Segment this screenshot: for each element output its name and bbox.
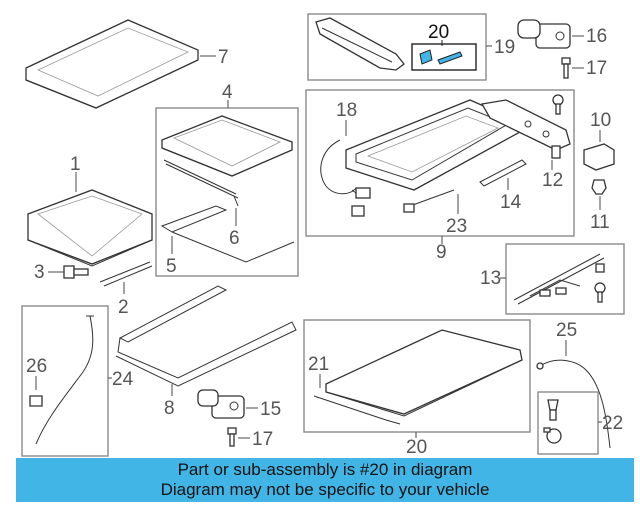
part-3-screw[interactable] [63,265,89,279]
group-box-9 [305,89,575,237]
banner-line-disclaimer: Diagram may not be specific to your vehi… [160,480,490,499]
part-25-drain-tube[interactable] [35,315,94,445]
part-8-weatherstrip[interactable] [115,285,297,387]
part-12-bolt[interactable] [552,94,564,115]
callout-23[interactable]: 22 [602,413,623,434]
part-17-bolt-top[interactable] [561,57,571,79]
group-box-19 [307,13,487,81]
part-7-glass-panel[interactable] [25,19,199,109]
callout-11[interactable]: 11 [590,212,610,233]
part-6-seal[interactable] [163,159,239,207]
part-12-rail[interactable] [480,99,571,159]
group-box-23 [537,391,599,455]
callout-20[interactable]: 20 [428,22,449,43]
callout-15[interactable]: 15 [260,399,281,420]
callout-26[interactable]: 25 [556,320,577,341]
part-21-sunshade[interactable] [313,329,523,425]
callout-22[interactable]: 21 [308,354,329,375]
part-1-sunroof-glass[interactable] [27,189,153,267]
callout-21[interactable]: 20 [406,437,427,458]
group-box-13 [505,243,625,315]
part-23-clips[interactable] [543,399,562,444]
callout-9[interactable]: 9 [436,242,447,263]
part-20-clip[interactable] [419,49,463,65]
callout-16[interactable]: 16 [586,26,607,47]
group-box-4 [155,107,299,277]
callout-17-top[interactable]: 17 [586,58,607,79]
callout-3[interactable]: 3 [34,262,45,283]
callout-8[interactable]: 8 [164,398,175,419]
part-11-nut[interactable] [591,179,607,195]
part-4-glass-panel[interactable] [161,115,293,177]
banner-line-part: Part or sub-assembly is #20 in diagram [177,460,473,479]
part-27-clip[interactable] [29,395,43,407]
part-24-cable[interactable] [403,189,455,213]
group-box-21 [303,319,531,433]
part-5-trim[interactable] [160,205,295,263]
callout-19[interactable]: 19 [494,37,515,58]
callout-10[interactable]: 10 [590,110,611,131]
part-17-bolt-bottom[interactable] [227,427,237,447]
callout-6[interactable]: 6 [229,228,240,249]
callout-5[interactable]: 5 [166,256,177,277]
callout-2[interactable]: 2 [118,297,129,318]
group-box-25 [21,305,109,457]
part-14-bracket[interactable] [479,159,527,187]
callout-17-bottom[interactable]: 17 [252,429,273,450]
callout-4[interactable]: 4 [222,82,233,103]
callout-18[interactable]: 18 [336,100,357,121]
callout-12[interactable]: 12 [542,170,563,191]
part-19-deflector[interactable] [315,17,405,71]
info-banner: Part or sub-assembly is #20 in diagram D… [16,458,634,502]
part-26-drain-hose[interactable] [536,359,611,449]
highlight-box-20[interactable] [411,43,477,71]
callout-27[interactable]: 26 [26,356,47,377]
callout-14[interactable]: 14 [500,192,522,213]
callout-7[interactable]: 7 [218,47,229,68]
part-16-motor[interactable] [517,19,571,49]
callout-1[interactable]: 1 [70,154,81,175]
part-15-motor[interactable] [197,389,245,419]
part-2-strip[interactable] [99,261,153,287]
callout-13[interactable]: 13 [480,268,501,289]
callout-25[interactable]: 24 [112,369,134,390]
callout-24[interactable]: 23 [446,216,467,237]
part-13-cable-assy[interactable] [513,253,606,305]
part-10-bracket[interactable] [583,143,615,171]
